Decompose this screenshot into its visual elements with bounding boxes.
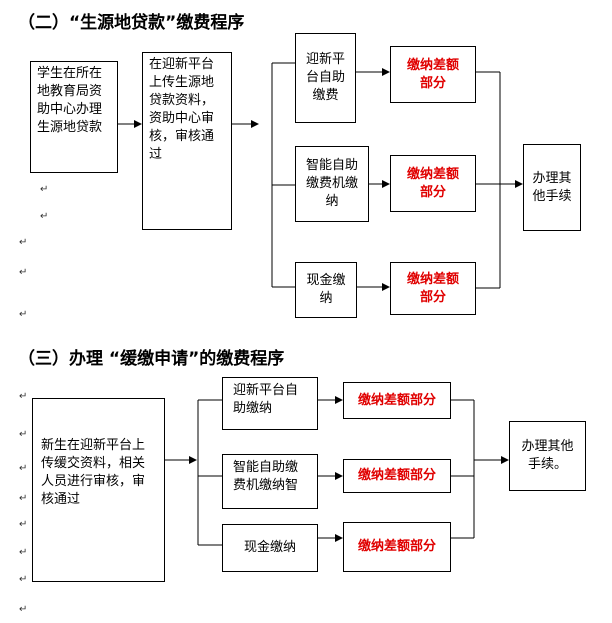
paragraph-mark: ↵ bbox=[40, 211, 49, 222]
section2-pay-box-1: 缴纳差额部分 bbox=[390, 46, 476, 103]
section2-title: （二）“生源地贷款”缴费程序 bbox=[18, 13, 245, 33]
paragraph-mark: ↵ bbox=[19, 463, 28, 474]
section2-option-machine: 智能自助缴费机缴纳 bbox=[295, 146, 369, 222]
section3-option-online: 迎新平台自助缴纳 bbox=[222, 377, 318, 430]
section2-step1-box: 学生在所在地教育局资助中心办理生源地贷款 bbox=[30, 61, 118, 173]
paragraph-mark: ↵ bbox=[19, 604, 28, 615]
section2-final-box: 办理其他手续 bbox=[523, 144, 581, 231]
section2-pay-box-2: 缴纳差额部分 bbox=[390, 155, 476, 212]
section3-option-machine: 智能自助缴费机缴纳智 bbox=[222, 454, 318, 509]
section3-pay-box-1: 缴纳差额部分 bbox=[343, 382, 451, 419]
paragraph-mark: ↵ bbox=[19, 519, 28, 530]
section3-pay-box-2: 缴纳差额部分 bbox=[343, 459, 451, 493]
section2-step2-box: 在迎新平台上传生源地贷款资料，资助中心审核，审核通过 bbox=[142, 52, 232, 230]
paragraph-mark: ↵ bbox=[19, 493, 28, 504]
paragraph-mark: ↵ bbox=[19, 267, 28, 278]
section2-option-online: 迎新平台自助缴费 bbox=[295, 33, 356, 123]
section3-final-box: 办理其他手续。 bbox=[509, 421, 586, 491]
paragraph-mark: ↵ bbox=[19, 547, 28, 558]
section3-option-cash: 现金缴纳 bbox=[222, 524, 318, 572]
paragraph-mark: ↵ bbox=[19, 574, 28, 585]
section3-pay-box-3: 缴纳差额部分 bbox=[343, 522, 451, 572]
paragraph-mark: ↵ bbox=[19, 237, 28, 248]
paragraph-mark: ↵ bbox=[19, 309, 28, 320]
paragraph-mark: ↵ bbox=[40, 184, 49, 195]
section2-pay-box-3: 缴纳差额部分 bbox=[390, 262, 476, 315]
paragraph-mark: ↵ bbox=[19, 429, 28, 440]
section2-option-cash: 现金缴纳 bbox=[295, 262, 357, 318]
section3-title: （三）办理 “缓缴申请”的缴费程序 bbox=[18, 349, 285, 369]
section3-step1-box: 新生在迎新平台上传缓交资料，相关人员进行审核，审核通过 bbox=[32, 398, 165, 582]
paragraph-mark: ↵ bbox=[19, 391, 28, 402]
